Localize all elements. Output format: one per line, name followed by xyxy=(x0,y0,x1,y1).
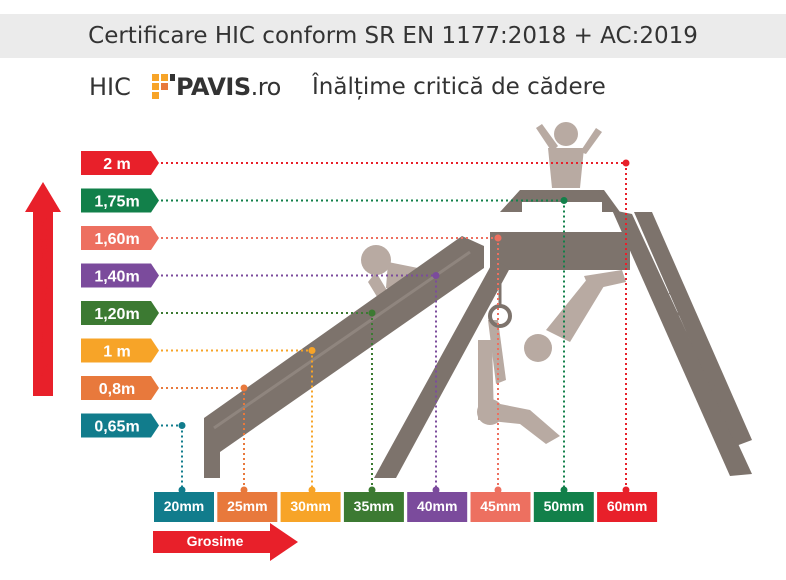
thickness-label: 20mm xyxy=(164,498,204,514)
tower-platform xyxy=(490,232,630,270)
thickness-label: 25mm xyxy=(227,498,267,514)
height-tag xyxy=(81,226,159,250)
thickness-box xyxy=(407,492,468,522)
pavis-logo-icon xyxy=(152,74,175,99)
horizontal-arrow xyxy=(153,523,298,561)
guide-dot xyxy=(308,347,316,354)
height-tag xyxy=(81,338,159,363)
guide-dot xyxy=(368,486,376,494)
guide-dot xyxy=(368,309,376,317)
thickness-box xyxy=(343,492,404,522)
brand-name: PAVIS.ro xyxy=(176,73,281,101)
page-title: Certificare HIC conform SR EN 1177:2018 … xyxy=(88,23,698,49)
height-tag xyxy=(81,376,159,400)
height-tag-label: 1,60m xyxy=(94,231,139,248)
thickness-box xyxy=(154,492,214,522)
guide-dot xyxy=(432,486,440,494)
height-tags: 2 m 1,75m 1,60m 1,40m 1,20m 1 m 0,8m 0,65m xyxy=(81,151,159,438)
thickness-box xyxy=(470,492,531,522)
guide-dot xyxy=(494,486,502,494)
height-tag-label: 1,75m xyxy=(94,194,139,211)
height-tag xyxy=(81,263,159,288)
horizontal-axis-label: Grosime xyxy=(186,533,244,549)
child-sliding-figure xyxy=(524,270,626,362)
thickness-label: 45mm xyxy=(480,498,520,514)
playground-structure xyxy=(204,190,752,478)
tower-right-leg xyxy=(612,210,752,476)
guide-dot xyxy=(308,486,316,494)
thickness-label: 50mm xyxy=(544,498,584,514)
ladder-rail xyxy=(634,212,752,446)
thickness-label: 60mm xyxy=(607,498,647,514)
height-tag-label: 0,65m xyxy=(94,419,139,436)
guide-dot xyxy=(432,272,440,279)
guide-dot xyxy=(240,486,248,494)
thickness-box xyxy=(217,492,278,522)
guide-dot xyxy=(622,159,630,167)
guide-dot xyxy=(494,234,502,242)
vertical-axis-label: Înălțime critică de cădere xyxy=(35,215,51,383)
title-bar: Certificare HIC conform SR EN 1177:2018 … xyxy=(0,14,786,58)
hanging-ring xyxy=(488,304,512,328)
vertical-arrow xyxy=(25,182,61,396)
guide-dot xyxy=(560,486,568,494)
thickness-label: 35mm xyxy=(354,498,394,514)
diagram-subtitle: Înălțime critică de cădere xyxy=(312,74,606,100)
tower-left-leg xyxy=(374,260,510,478)
thickness-boxes: 60mm 50mm 45mm 40mm 35mm 30mm 25mm 20mm xyxy=(154,492,658,522)
brand-name-bold: PAVIS xyxy=(176,73,251,101)
thickness-box xyxy=(533,492,594,522)
height-tag xyxy=(81,301,159,325)
height-tag-label: 1,20m xyxy=(94,306,139,323)
height-tag-label: 2 m xyxy=(103,156,131,173)
guide-dot xyxy=(622,486,630,494)
guide-dot xyxy=(560,197,568,204)
child-standing-figure xyxy=(536,122,602,188)
height-tag-label: 1 m xyxy=(103,344,131,361)
guide-lines xyxy=(161,159,630,494)
brand-hic: HIC xyxy=(89,73,131,101)
height-tag xyxy=(81,413,159,438)
thickness-box xyxy=(280,492,341,522)
height-tag-label: 1,40m xyxy=(94,269,139,286)
guide-dot xyxy=(178,422,186,429)
thickness-label: 40mm xyxy=(417,498,457,514)
thickness-label: 30mm xyxy=(290,498,330,514)
slide xyxy=(204,236,484,478)
guide-dot xyxy=(240,384,248,392)
child-hanging-figure xyxy=(477,320,560,444)
thickness-box xyxy=(597,492,658,522)
height-tag xyxy=(81,151,159,175)
height-tag-label: 0,8m xyxy=(99,381,135,398)
height-tag xyxy=(81,188,159,213)
guide-dot xyxy=(178,486,186,494)
brand-name-suffix: .ro xyxy=(250,73,282,101)
